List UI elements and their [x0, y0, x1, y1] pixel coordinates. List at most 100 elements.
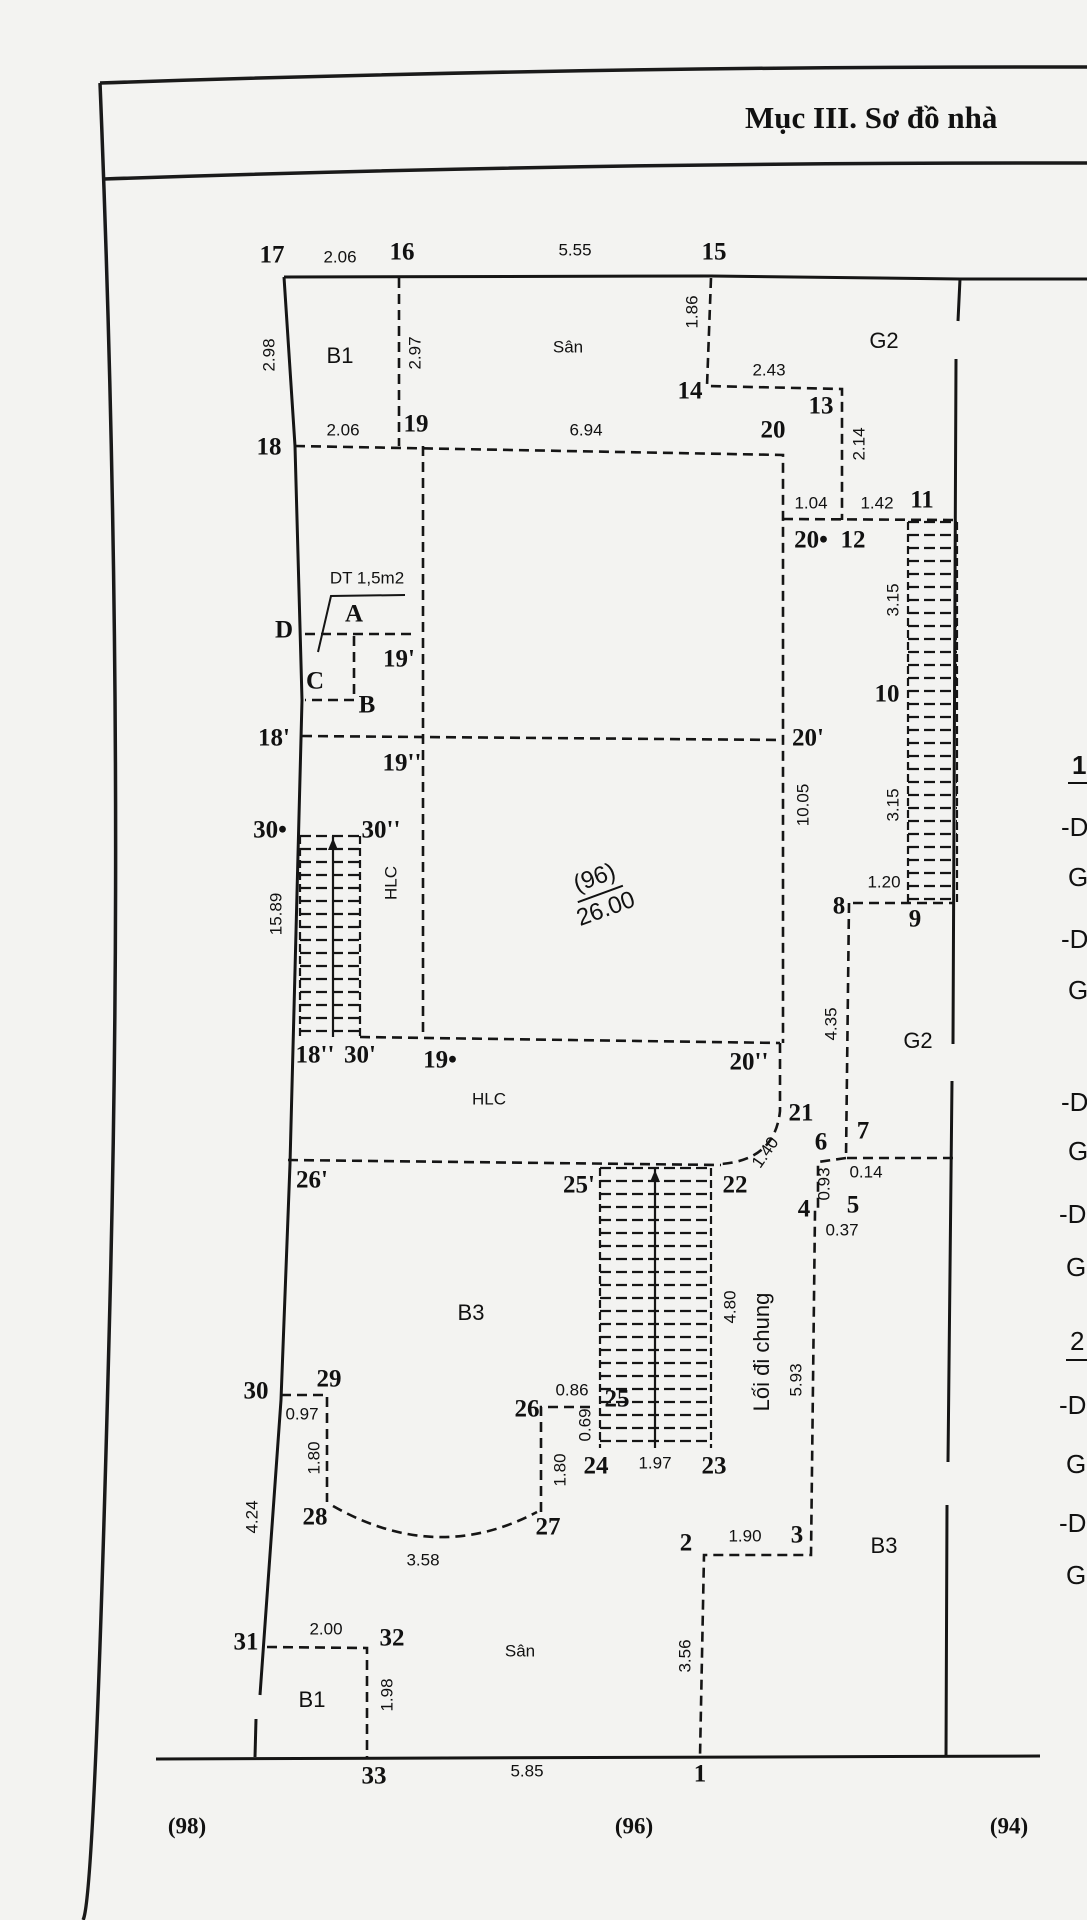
point-label: 29 [317, 1366, 342, 1393]
note-line: -D [1059, 1390, 1086, 1420]
room-label-common-path: Lối đi chung [749, 1293, 774, 1412]
dimension-label: 5.85 [510, 1761, 543, 1780]
point-label: 30'' [362, 817, 401, 844]
dimension-label: 5.55 [558, 240, 591, 259]
dimension-label: 3.15 [883, 788, 902, 821]
header-bottom-line [103, 161, 1087, 181]
point-label: 14 [678, 378, 704, 405]
dimension-label: 2.06 [326, 420, 359, 439]
staircases [298, 520, 959, 1448]
room-labels: B1 Sân G2 DT 1,5m2 HLC G2 HLC B3 Lối đi … [299, 328, 933, 1712]
point-label: 19 [404, 411, 429, 438]
room-label-b3: B3 [458, 1300, 485, 1325]
dimension-label: 2.97 [405, 336, 424, 369]
point-label: 31 [234, 1629, 259, 1656]
room-label-san: Sân [553, 337, 583, 356]
point-label: 30• [253, 817, 287, 844]
dimension-labels: 2.06 5.55 1.86 2.98 2.97 2.43 2.14 2.06 … [242, 240, 902, 1780]
dimension-label: 0.86 [555, 1380, 588, 1399]
point-label: 20' [792, 725, 824, 752]
point-label: 21 [789, 1100, 814, 1127]
point-label: 5 [847, 1192, 860, 1219]
dimension-label: 0.97 [285, 1404, 318, 1423]
parcel-label: (96) 26.00 [570, 858, 639, 932]
note-line: -D [1061, 924, 1087, 954]
right-column-notes: 1 -D G -D G -D G -D G 2 -D G -D G [1059, 750, 1087, 1590]
point-label: 11 [910, 487, 934, 514]
internal-lines [266, 277, 954, 1758]
room-label-san: Sân [505, 1641, 535, 1660]
point-label: 13 [809, 393, 834, 420]
point-label: 18' [258, 725, 290, 752]
point-label: 19' [383, 646, 415, 673]
note-line: G [1066, 1449, 1086, 1479]
point-label: 19• [423, 1047, 457, 1074]
note-line: -D [1061, 1087, 1087, 1117]
right-boundary [944, 278, 962, 1758]
point-label: 18'' [296, 1042, 335, 1069]
neighbor-parcel: (96) [615, 1813, 653, 1838]
document-frame [81, 65, 1087, 1920]
dimension-label: 0.37 [825, 1220, 858, 1239]
dimension-label: 4.35 [821, 1007, 840, 1040]
dimension-label: 1.90 [728, 1526, 761, 1545]
point-label: 2 [680, 1530, 693, 1557]
dimension-label: 10.05 [793, 784, 812, 827]
point-label: 10 [875, 681, 900, 708]
note-line: G [1066, 1560, 1086, 1590]
neighbor-parcel: (98) [168, 1813, 206, 1838]
dimension-label: 1.86 [682, 295, 701, 328]
point-label: 18 [257, 434, 282, 461]
dimension-label: 6.94 [569, 420, 602, 439]
point-label: 25' [563, 1172, 595, 1199]
point-label: D [275, 617, 293, 644]
dimension-label: 5.93 [786, 1363, 805, 1396]
note-line: G [1066, 1252, 1086, 1282]
dimension-label: 2.00 [309, 1619, 342, 1638]
dimension-label: 1.20 [867, 872, 900, 891]
note-line: -D [1059, 1199, 1086, 1229]
point-label: 24 [584, 1453, 610, 1480]
parcel-underline [577, 884, 624, 904]
point-label: 12 [841, 527, 866, 554]
dimension-label: 1.42 [860, 493, 893, 512]
point-label: 30' [344, 1042, 376, 1069]
point-label: 27 [536, 1514, 561, 1541]
boundary-walls [155, 274, 1087, 1761]
center-stair-arrow-icon [650, 1170, 660, 1182]
room-label-hlc: HLC [381, 866, 400, 900]
point-label: 33 [362, 1763, 387, 1790]
point-label: 20'' [730, 1049, 769, 1076]
room-label-b1: B1 [299, 1687, 326, 1712]
room-label-g2: G2 [903, 1028, 932, 1053]
point-label: 26' [296, 1167, 328, 1194]
note-heading: 1 [1072, 750, 1086, 780]
left-stair-arrow-icon [328, 838, 338, 850]
point-label: 20 [761, 417, 786, 444]
point-label: 22 [723, 1172, 748, 1199]
frame-top-line [99, 65, 1087, 85]
dimension-label: 1.40 [748, 1133, 783, 1171]
dimension-label: 15.89 [266, 893, 285, 936]
point-label: 4 [798, 1196, 811, 1223]
note-line: -D [1061, 812, 1087, 842]
dimension-label: 0.93 [814, 1167, 833, 1200]
dimension-label: 2.98 [259, 338, 278, 371]
point-label: B [359, 692, 376, 719]
room-label-g2: G2 [869, 328, 898, 353]
dimension-label: 0.14 [849, 1162, 882, 1181]
note-heading: 2 [1070, 1326, 1084, 1356]
dimension-label: 1.80 [304, 1441, 323, 1474]
dimension-label: 3.58 [406, 1550, 439, 1569]
point-label: 30 [244, 1378, 269, 1405]
dimension-label: 4.80 [720, 1290, 739, 1323]
dimension-label: 1.98 [377, 1678, 396, 1711]
note-line: G [1068, 862, 1087, 892]
room-label-hlc: HLC [472, 1089, 506, 1108]
dimension-label: 1.80 [550, 1453, 569, 1486]
point-labels: 17 16 15 14 13 19 20 18 11 20• 12 D A 19… [234, 239, 934, 1790]
point-label: 28 [303, 1504, 328, 1531]
point-label: 8 [833, 893, 846, 920]
point-label: 9 [909, 906, 922, 933]
